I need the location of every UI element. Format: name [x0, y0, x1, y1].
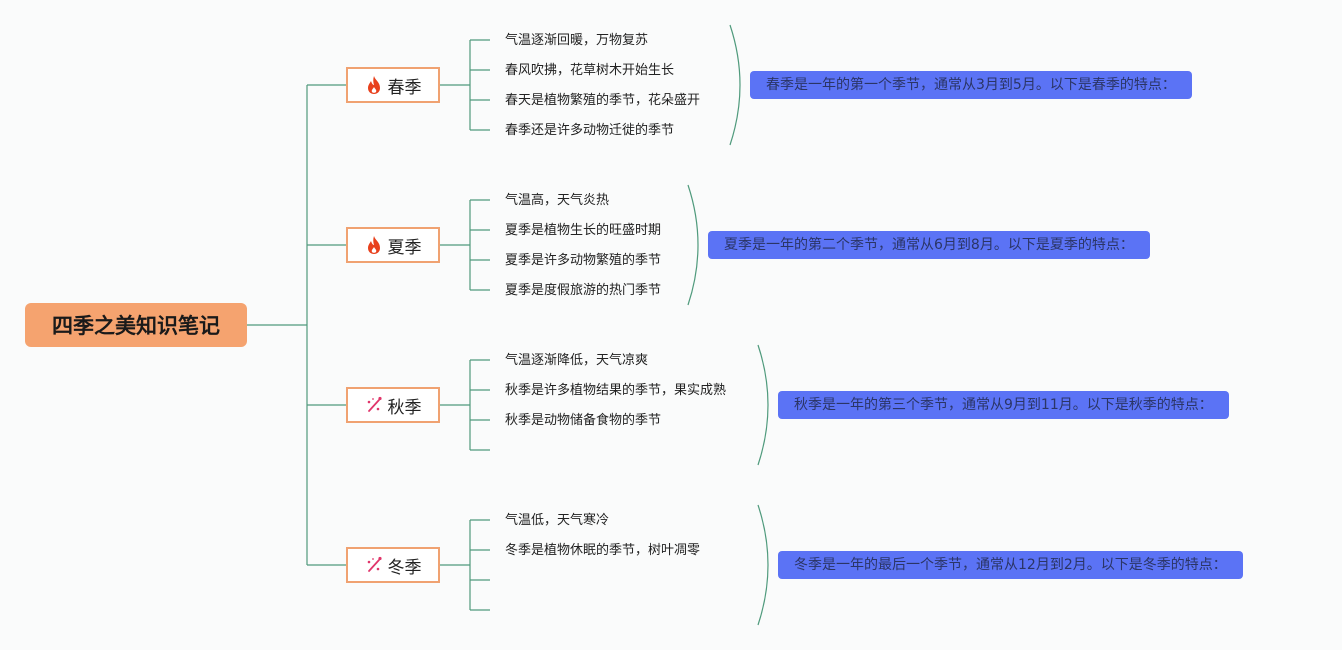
point-text: 气温低，天气寒冷 — [505, 513, 610, 528]
season-label: 夏季 — [387, 237, 422, 258]
summary-box-summer[interactable]: 夏季是一年的第二个季节，通常从6月到8月。以下是夏季的特点： — [708, 231, 1150, 259]
summary-box-autumn[interactable]: 秋季是一年的第三个季节，通常从9月到11月。以下是秋季的特点： — [778, 391, 1229, 419]
point-text: 夏季是植物生长的旺盛时期 — [505, 223, 662, 238]
season-label: 冬季 — [387, 557, 422, 578]
fire-icon — [365, 235, 383, 255]
season-node-spring[interactable]: 春季 — [346, 67, 440, 103]
sparkle-icon — [365, 555, 383, 575]
season-node-summer[interactable]: 夏季 — [346, 227, 440, 263]
point-text: 夏季是许多动物繁殖的季节 — [505, 253, 662, 268]
season-label: 秋季 — [387, 397, 422, 418]
season-node-autumn[interactable]: 秋季 — [346, 387, 440, 423]
point-text: 秋季是许多植物结果的季节，果实成熟 — [505, 383, 727, 398]
point-text: 秋季是动物储备食物的季节 — [505, 413, 662, 428]
point-text: 春季还是许多动物迁徙的季节 — [505, 123, 675, 138]
root-node[interactable]: 四季之美知识笔记 — [25, 303, 247, 347]
point-text: 冬季是植物休眠的季节，树叶凋零 — [505, 543, 701, 558]
summary-box-spring[interactable]: 春季是一年的第一个季节，通常从3月到5月。以下是春季的特点： — [750, 71, 1192, 99]
point-text: 春风吹拂，花草树木开始生长 — [505, 63, 675, 78]
fire-icon — [365, 75, 383, 95]
summary-box-winter[interactable]: 冬季是一年的最后一个季节，通常从12月到2月。以下是冬季的特点： — [778, 551, 1243, 579]
season-label: 春季 — [387, 77, 422, 98]
point-text: 气温逐渐回暖，万物复苏 — [505, 33, 649, 48]
sparkle-icon — [365, 395, 383, 415]
point-text: 夏季是度假旅游的热门季节 — [505, 283, 662, 298]
season-node-winter[interactable]: 冬季 — [346, 547, 440, 583]
root-title: 四季之美知识笔记 — [52, 314, 220, 338]
point-text: 气温高，天气炎热 — [505, 193, 610, 208]
point-text: 春天是植物繁殖的季节，花朵盛开 — [505, 93, 701, 108]
point-text: 气温逐渐降低，天气凉爽 — [505, 353, 649, 368]
